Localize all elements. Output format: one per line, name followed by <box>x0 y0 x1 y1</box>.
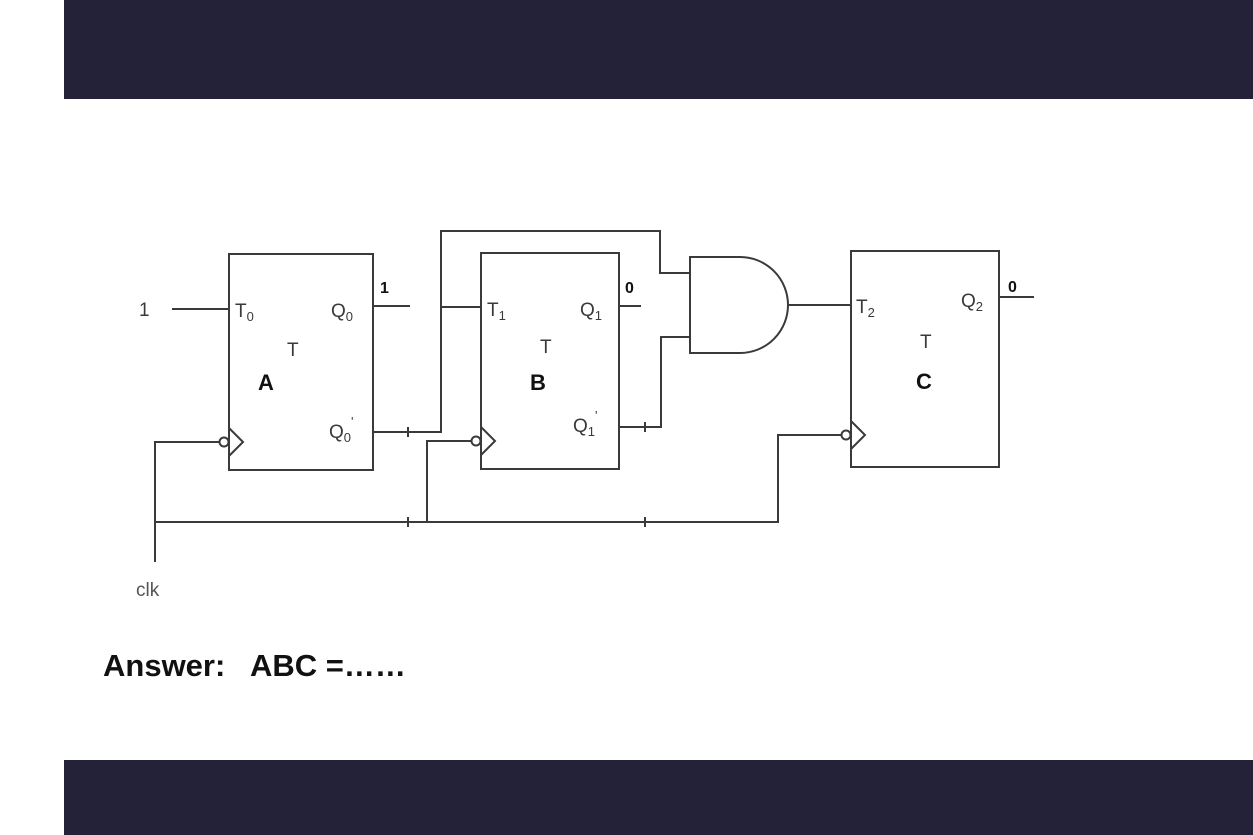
flipflop-b-name: B <box>530 370 546 395</box>
flipflop-a-box <box>228 253 374 471</box>
flipflop-c-q-output-label: Q2 <box>961 291 983 314</box>
clock-to-b-wire <box>426 440 471 522</box>
flipflop-c-q-value: 0 <box>1008 279 1017 296</box>
flipflop-c-name: C <box>916 369 932 394</box>
flipflop-a-q-value: 1 <box>380 280 389 297</box>
flipflop-b-clock-bubble <box>470 435 482 447</box>
clock-bus-wire <box>155 434 841 523</box>
qbar-a-to-and-wire <box>373 230 690 433</box>
flipflop-b-clock-triangle <box>480 426 497 456</box>
input-value-label: 1 <box>139 300 150 321</box>
flipflop-c-clock-triangle <box>850 420 867 450</box>
clock-label: clk <box>136 580 160 601</box>
flipflop-c: T2 Q2 T C <box>840 250 1000 468</box>
flipflop-a: T0 Q0 T A Q0' <box>218 253 374 471</box>
flipflop-b-type-label: T <box>540 337 552 358</box>
flipflop-b-q-output-label: Q1 <box>580 300 602 323</box>
flipflop-c-t-input-label: T2 <box>856 297 875 320</box>
flipflop-c-box <box>850 250 1000 468</box>
flipflop-b: T1 Q1 T B Q1' <box>470 252 620 470</box>
flipflop-c-type-label: T <box>920 332 932 353</box>
clock-to-a-wire <box>154 441 219 562</box>
flipflop-c-clock-bubble <box>840 429 852 441</box>
flipflop-a-type-label: T <box>287 340 299 361</box>
flipflop-a-clock-triangle <box>228 427 245 457</box>
flipflop-a-q-output-label: Q0 <box>331 301 353 324</box>
flipflop-a-t-input-label: T0 <box>235 301 254 324</box>
top-banner <box>64 0 1253 99</box>
flipflop-a-clock-bubble <box>218 436 230 448</box>
answer-prompt: Answer: ABC =…… <box>103 648 406 683</box>
bottom-banner <box>64 760 1253 835</box>
and-gate <box>689 256 789 354</box>
flipflop-b-qbar-output-label: Q1' <box>573 408 598 439</box>
flipflop-b-q-value: 0 <box>625 280 634 297</box>
flipflop-b-t-input-label: T1 <box>487 300 506 323</box>
flipflop-a-qbar-output-label: Q0' <box>329 414 354 445</box>
flipflop-b-box <box>480 252 620 470</box>
flipflop-a-name: A <box>258 370 274 395</box>
qbar-b-to-and-wire <box>619 336 690 428</box>
